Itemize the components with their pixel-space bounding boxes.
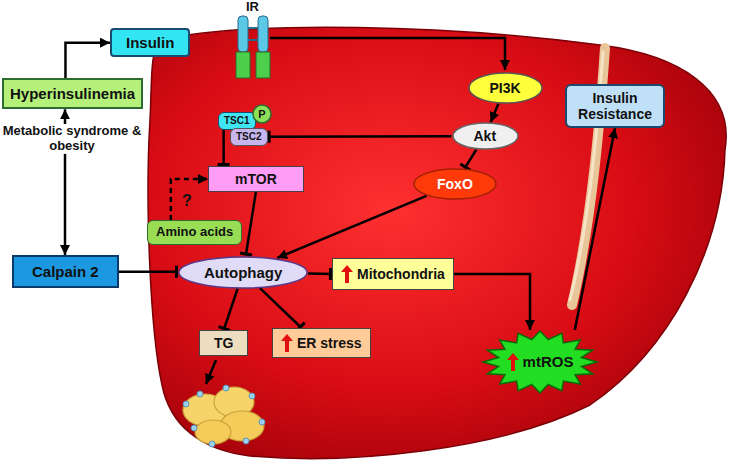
receptor-to-pi3k-arrow: [270, 38, 505, 70]
unknown-mark: ?: [182, 192, 192, 210]
outcome-box: Insulin Resistance: [565, 84, 665, 128]
lipid-droplets: [183, 385, 265, 447]
node-text: P: [258, 108, 265, 121]
activation-connector: [64, 154, 67, 255]
activation-connector: [277, 196, 426, 258]
node-text: ER stress: [297, 335, 362, 351]
condition-box: Hyperinsulinemia: [2, 78, 143, 109]
ligand-box: Insulin: [110, 28, 190, 57]
node-text: TSC2: [236, 131, 262, 143]
protease-box: Calpain 2: [12, 255, 119, 288]
kinase-ellipse: PI3K: [468, 72, 543, 104]
inhibition-connector: [308, 272, 332, 275]
inhibition-connector: [465, 150, 477, 169]
node-text: PI3K: [490, 80, 521, 96]
inhibition-connector: [119, 270, 178, 273]
node-text: Autophagy: [204, 264, 282, 281]
ros-starburst: mtROS: [482, 330, 598, 394]
protein-box: TSC2: [230, 128, 268, 146]
increase-arrow: [341, 265, 353, 283]
node-text: mTOR: [235, 171, 277, 187]
node-text: Metabolic syndrome & obesity: [2, 124, 142, 154]
node-text: Insulin: [126, 34, 174, 51]
node-text: mtROS: [523, 353, 574, 370]
phospho-circle: P: [252, 104, 272, 124]
stress-box: ER stress: [272, 328, 371, 358]
inhibition-connector: [222, 130, 225, 167]
inhibition-connector: [224, 289, 238, 330]
protein-box: TSC1: [218, 112, 256, 130]
kinase-ellipse: Akt: [452, 122, 519, 150]
node-text: Calpain 2: [32, 263, 99, 280]
receptor-label: IR: [246, 0, 259, 15]
activation-connector: [171, 179, 208, 220]
factor-ellipse: FoxO: [413, 168, 497, 200]
node-text: Akt: [474, 128, 497, 144]
nutrient-box: Amino acids: [147, 220, 242, 245]
process-ellipse: Autophagy: [178, 256, 308, 289]
node-text: FoxO: [437, 176, 473, 192]
node-text: Insulin Resistance: [571, 90, 659, 122]
node-text: Amino acids: [156, 225, 233, 240]
node-text: Mitochondria: [357, 266, 445, 282]
node-text: TSC1: [224, 115, 250, 127]
insulin-receptor: [236, 16, 270, 78]
tg-to-lipid-arrow: [206, 360, 216, 384]
activation-connector: [64, 109, 67, 124]
kinase-box: mTOR: [208, 166, 304, 192]
node-text: TG: [214, 335, 233, 351]
lipid-box: TG: [199, 330, 248, 356]
activation-connector: [491, 104, 499, 122]
increase-arrow: [507, 353, 519, 371]
activation-connector: [575, 128, 615, 330]
condition-text: Metabolic syndrome & obesity: [2, 124, 142, 154]
inhibition-connector: [246, 192, 256, 255]
activation-connector: [65, 43, 110, 78]
increase-arrow: [281, 334, 293, 352]
inhibition-connector: [268, 135, 452, 138]
activation-connector: [454, 274, 530, 330]
inhibition-connector: [260, 288, 302, 328]
node-text: Hyperinsulinemia: [10, 85, 135, 102]
organelle-box: Mitochondria: [332, 258, 454, 290]
